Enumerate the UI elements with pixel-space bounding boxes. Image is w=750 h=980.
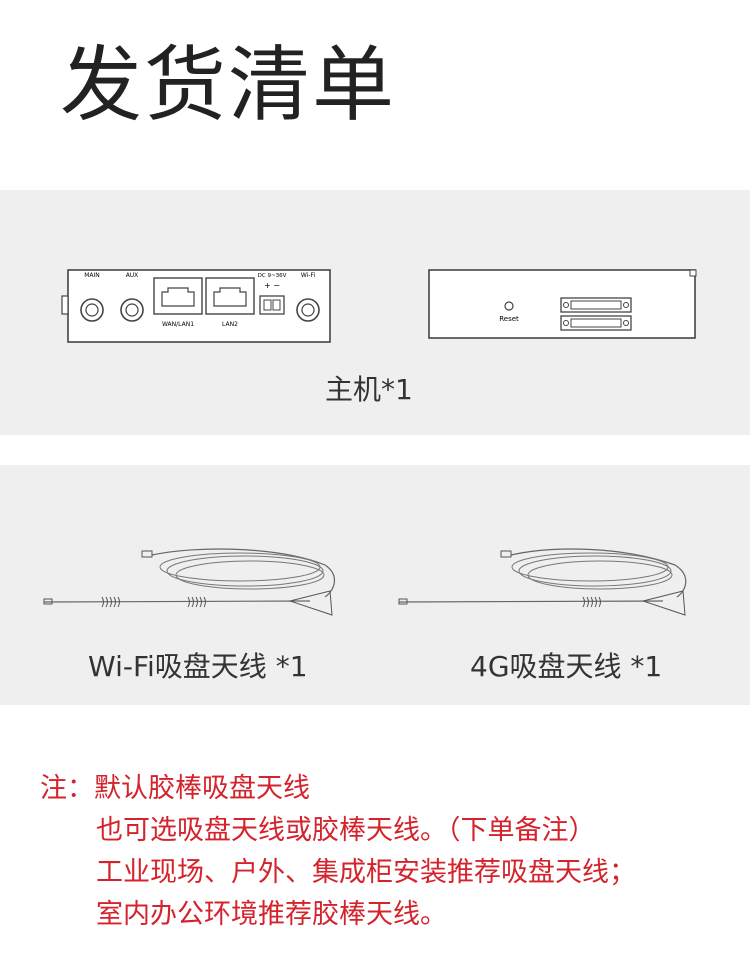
page-title: 发货清单: [60, 38, 397, 133]
wifi-antenna-illustration: [43, 548, 335, 616]
label-wifi: Wi-Fi: [301, 272, 316, 279]
label-dc: DC 9~36V: [258, 273, 287, 279]
host-panel: MAIN AUX DC 9~36V + − Wi-Fi WAN/LAN1 LAN…: [0, 190, 750, 435]
note-line-3: 工业现场、户外、集成柜安装推荐吸盘天线；: [96, 857, 636, 888]
label-aux: AUX: [126, 272, 139, 279]
label-lan: LAN2: [222, 321, 238, 328]
label-main: MAIN: [84, 272, 100, 279]
label-reset: Reset: [499, 315, 519, 323]
note-line-1: 注：默认胶棒吸盘天线: [40, 768, 730, 810]
note-line-4: 室内办公环境推荐胶棒天线。: [96, 899, 447, 930]
antenna-panel: Wi-Fi吸盘天线 *1 4G吸盘天线 *1: [0, 465, 750, 705]
label-wan: WAN/LAN1: [162, 321, 194, 328]
router-front-view: MAIN AUX DC 9~36V + − Wi-Fi WAN/LAN1 LAN…: [61, 269, 331, 343]
wifi-antenna-caption: Wi-Fi吸盘天线 *1: [88, 650, 308, 683]
note-block: 注：默认胶棒吸盘天线 也可选吸盘天线或胶棒天线。（下单备注） 工业现场、户外、集…: [40, 768, 730, 936]
router-back-view: Reset: [428, 269, 697, 339]
note-line-2: 也可选吸盘天线或胶棒天线。（下单备注）: [96, 815, 596, 846]
note-prefix: 注：: [40, 773, 94, 804]
4g-antenna-illustration: [398, 548, 687, 616]
4g-antenna-caption: 4G吸盘天线 *1: [470, 650, 663, 683]
note-text-1: 默认胶棒吸盘天线: [94, 773, 310, 804]
host-caption: 主机*1: [325, 373, 413, 406]
label-plusminus: + −: [264, 281, 280, 290]
